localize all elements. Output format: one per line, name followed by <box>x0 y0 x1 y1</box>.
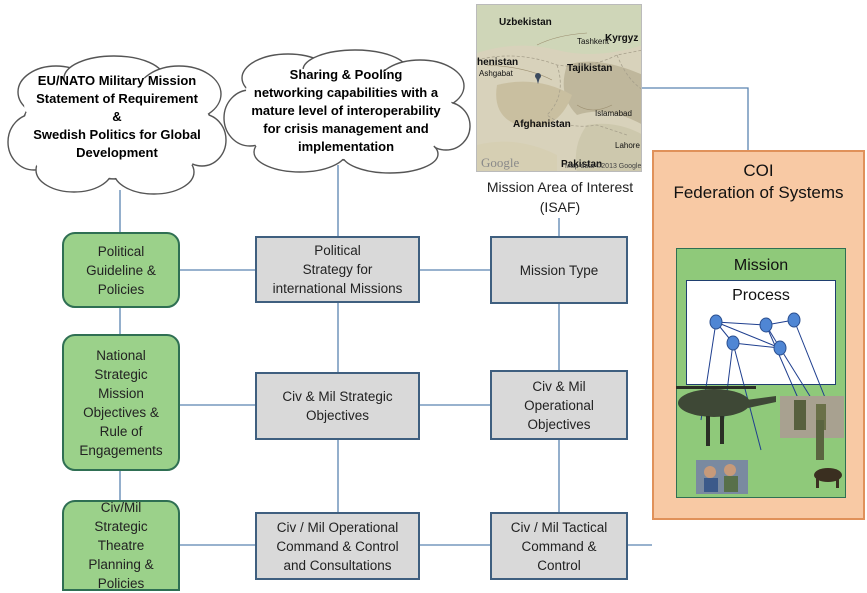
map-label-tashkent: Tashkent <box>577 37 610 46</box>
helicopter-illustration <box>676 386 776 446</box>
map-label-tajikistan: Tajikistan <box>567 63 613 74</box>
map-google-logo: Google <box>481 155 520 170</box>
map-label-islamabad: Islamabad <box>595 109 632 118</box>
map-attribution: Map data ©2013 Google <box>565 163 642 170</box>
map-terrain <box>477 5 641 171</box>
box-tactical-command-control: Civ / Mil Tactical Command & Control <box>490 512 628 580</box>
dog-handler-illustration <box>814 420 842 488</box>
process-title: Process <box>732 287 790 304</box>
mission-title: Mission <box>733 257 789 274</box>
map-label-pakistan: Pakistan <box>561 159 603 170</box>
map-label-lahore: Lahore <box>615 141 640 150</box>
box-political-guideline: Political Guideline & Policies <box>62 232 180 308</box>
meeting-photo <box>696 460 748 494</box>
coi-title: COI Federation of Systems <box>673 161 844 202</box>
process-panel: Process <box>686 280 836 385</box>
map-caption: Mission Area of Interest (ISAF) <box>486 179 634 215</box>
cloud-left-shape <box>7 55 227 195</box>
box-strategic-objectives: Civ & Mil Strategic Objectives <box>255 372 420 440</box>
process-network <box>676 312 844 494</box>
box-mission-type: Mission Type <box>490 236 628 304</box>
map-label-afghanistan: Afghanistan <box>513 119 571 130</box>
cloud-right-shape <box>223 49 471 174</box>
box-national-strategic-objectives: National Strategic Mission Objectives & … <box>62 334 180 471</box>
map-label-kyrgyz: Kyrgyz <box>605 33 639 44</box>
box-strategic-theatre-planning: Civ/Mil Strategic Theatre Planning & Pol… <box>62 500 180 591</box>
map-label-ashgabat: Ashgabat <box>479 69 513 78</box>
cloud-left-text: EU/NATO Military Mission Statement of Re… <box>33 73 201 160</box>
map-label-turkmenistan: henistan <box>477 57 519 68</box>
soldier-photo <box>780 396 844 438</box>
cloud-right-text: Sharing & Pooling networking capabilitie… <box>251 67 441 154</box>
box-operational-objectives: Civ & Mil Operational Objectives <box>490 370 628 440</box>
mission-area-map: Uzbekistan Kyrgyz Tashkent henistan Ashg… <box>476 4 642 172</box>
box-political-strategy: Political Strategy for international Mis… <box>255 236 420 303</box>
map-label-uzbekistan: Uzbekistan <box>499 17 552 28</box>
box-operational-command-control: Civ / Mil Operational Command & Control … <box>255 512 420 580</box>
